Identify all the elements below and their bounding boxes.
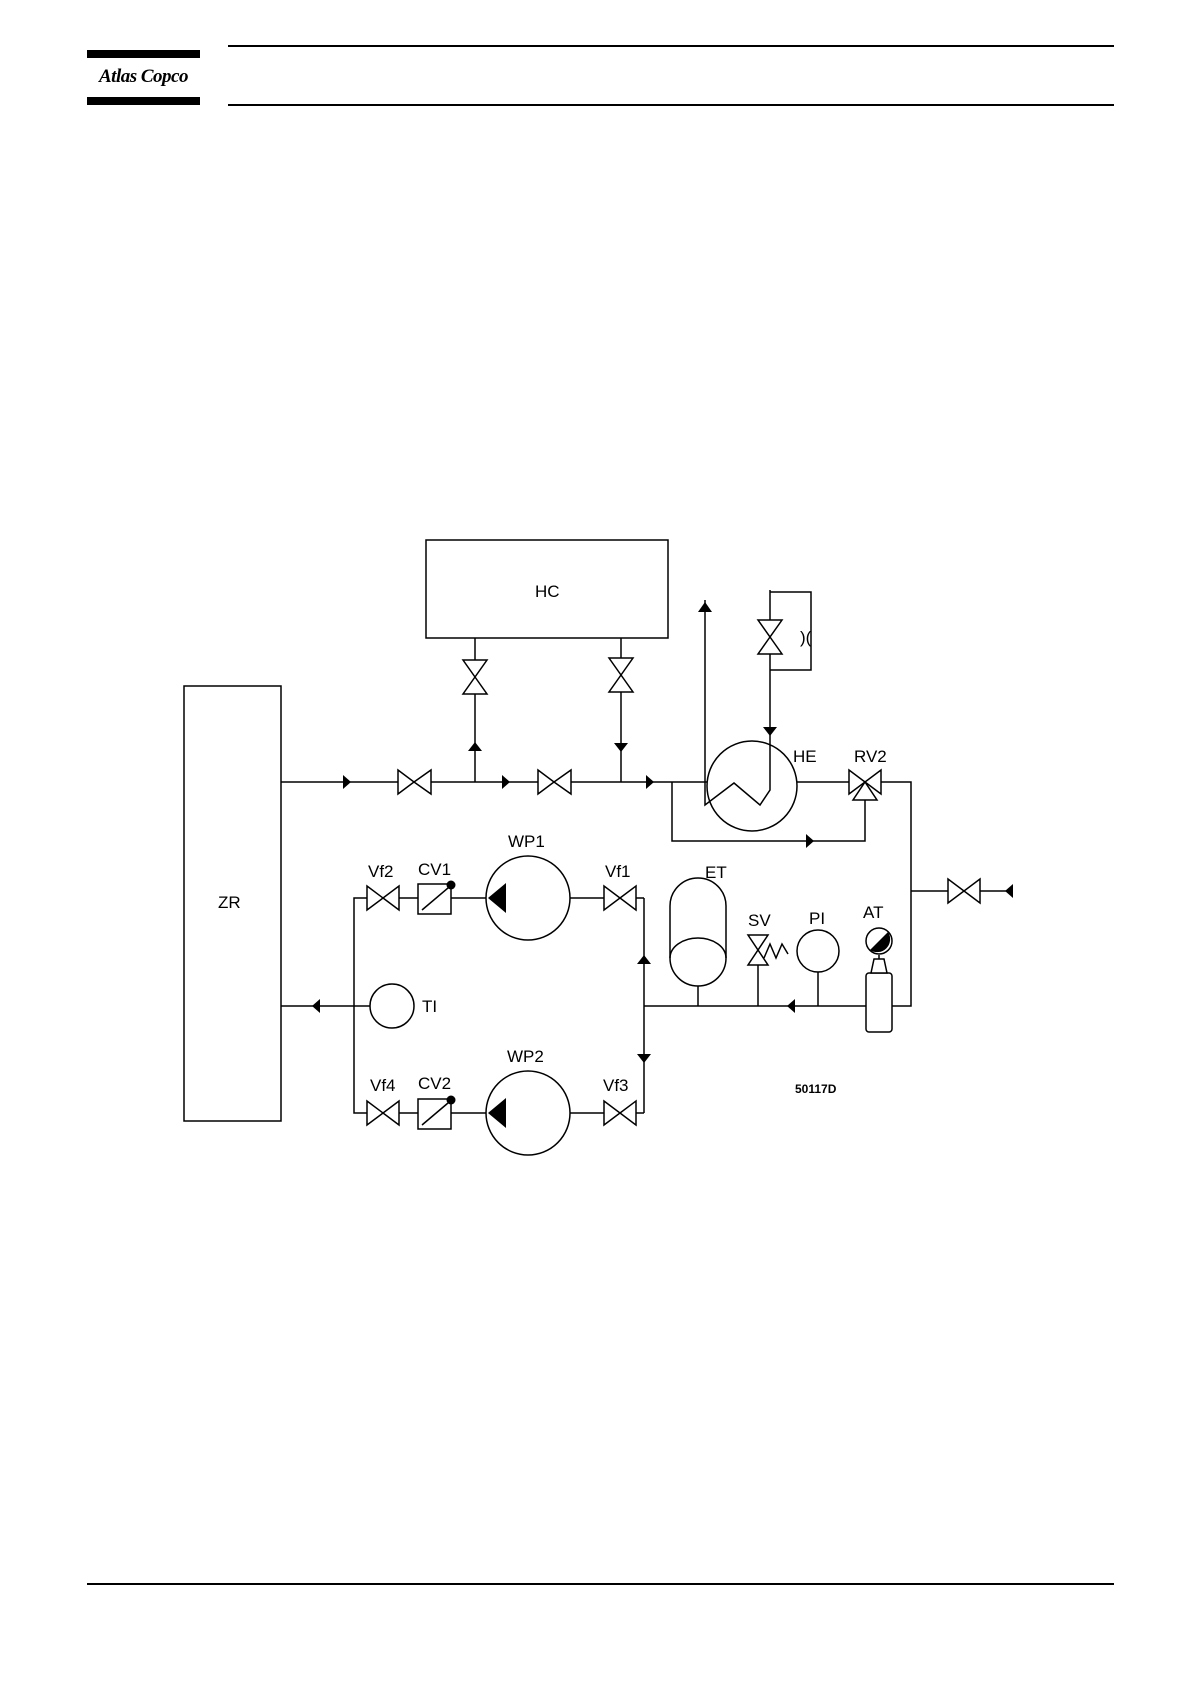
hc-label: HC (535, 582, 560, 601)
et-expansion-tank (670, 878, 726, 986)
vf1-label: Vf1 (605, 862, 631, 881)
pi-label: PI (809, 909, 825, 928)
he-ext-in-arrow (763, 727, 777, 736)
manifold-up-arrow (637, 955, 651, 964)
orifice-label: )( (800, 628, 812, 647)
top-valve-1 (398, 770, 431, 794)
vf2-valve (367, 886, 399, 910)
at-label: AT (863, 903, 883, 922)
fill-arrow (1005, 884, 1013, 898)
hc-right-valve (609, 658, 633, 692)
vf1-valve (604, 886, 636, 910)
sv-label: SV (748, 911, 771, 930)
flow-arrow-1 (343, 775, 351, 789)
fill-valve (948, 879, 980, 903)
footer-rule (87, 1583, 1114, 1585)
et-label: ET (705, 863, 727, 882)
return-arrow (787, 999, 795, 1013)
zr-label: ZR (218, 893, 241, 912)
zr-return-arrow (312, 999, 320, 1013)
cv2-label: CV2 (418, 1074, 451, 1093)
vf4-label: Vf4 (370, 1076, 396, 1095)
pi-pressure-gauge (797, 930, 839, 972)
top-valve-2 (538, 770, 571, 794)
cv1-label: CV1 (418, 860, 451, 879)
vf2-label: Vf2 (368, 862, 394, 881)
flow-arrow-2 (502, 775, 510, 789)
sv-safety-valve (748, 935, 788, 965)
hc-left-valve (463, 660, 487, 694)
rv2-label: RV2 (854, 747, 887, 766)
figure-code: 50117D (795, 1082, 837, 1096)
he-ext-valve (758, 620, 782, 654)
he-label: HE (793, 747, 817, 766)
cv2-dot (447, 1096, 456, 1105)
ti-temperature-indicator (370, 984, 414, 1028)
he-exchanger-circle (707, 741, 797, 831)
manifold-down-arrow (637, 1054, 651, 1063)
bypass-arrow (806, 834, 814, 848)
vf4-valve (367, 1101, 399, 1125)
vf3-valve (604, 1101, 636, 1125)
wp2-label: WP2 (507, 1047, 544, 1066)
rv2-three-way-valve (849, 770, 881, 800)
hc-down-arrow (614, 743, 628, 752)
wp1-label: WP1 (508, 832, 545, 851)
hc-up-arrow (468, 742, 482, 751)
he-ext-out-arrow (698, 602, 712, 612)
cv1-dot (447, 881, 456, 890)
at-air-cylinder (866, 973, 892, 1032)
at-cylinder-neck (871, 959, 887, 973)
vf3-label: Vf3 (603, 1076, 629, 1095)
flow-arrow-3 (646, 775, 654, 789)
ti-label: TI (422, 997, 437, 1016)
